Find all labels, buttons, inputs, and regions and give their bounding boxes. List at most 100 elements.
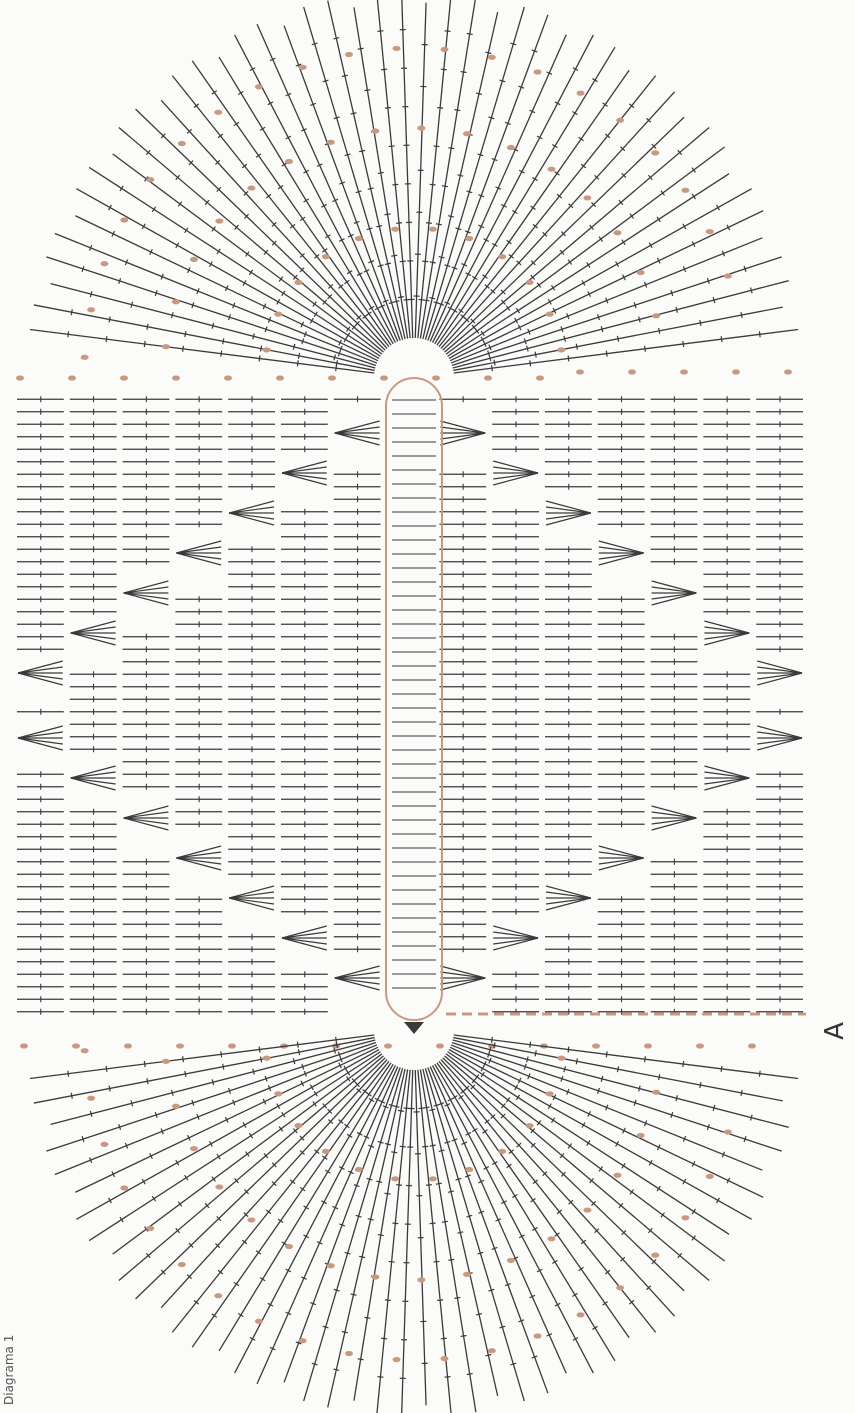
stitch-bar (90, 1111, 92, 1117)
stitch-bar (579, 137, 584, 140)
stitch-bar (476, 93, 482, 94)
v-stitch-cluster (493, 938, 538, 944)
v-stitch-cluster (71, 778, 116, 790)
v-stitch-cluster (440, 433, 485, 439)
stitch-bar (713, 1105, 715, 1111)
stitch (454, 1035, 798, 1079)
chain-stitch (429, 1176, 437, 1181)
stitch-bar (457, 1232, 463, 1233)
chain-stitch (294, 1123, 302, 1128)
stitch-bar (223, 1064, 224, 1070)
chain-stitch (255, 1319, 263, 1324)
foundation-chain (386, 378, 442, 1020)
stitch-bar (351, 1294, 357, 1295)
stitch-bar (741, 1090, 742, 1096)
chain-stitch (299, 1338, 307, 1343)
stitch-bar (345, 1252, 351, 1254)
stitch-bar (579, 1267, 584, 1270)
stitch-bar (106, 1066, 107, 1072)
v-stitch-cluster (71, 766, 116, 778)
v-stitch-cluster (282, 473, 327, 479)
v-stitch-cluster (546, 898, 591, 910)
stitch (76, 1050, 379, 1220)
v-stitch-cluster (704, 621, 749, 633)
stitch-bar (659, 328, 660, 334)
stitch-bar (392, 184, 398, 185)
chain-stitch (371, 1274, 379, 1279)
stitch-bar (476, 1314, 482, 1315)
chain-stitch (507, 1258, 515, 1263)
chain-stitch (557, 1056, 565, 1061)
stitch-bar (68, 331, 69, 337)
stitch-bar (458, 1095, 463, 1098)
v-stitch-cluster (335, 978, 380, 984)
v-stitch-cluster (546, 507, 591, 513)
v-stitch-cluster (546, 898, 591, 904)
v-stitch-cluster (124, 587, 169, 593)
stitch (76, 189, 379, 359)
stitch-bar (377, 31, 383, 32)
chain-stitch (637, 270, 645, 275)
stitch-bar (683, 1061, 684, 1067)
stitch (304, 7, 403, 340)
stitch-bar (454, 110, 460, 111)
stitch-bar (507, 240, 512, 243)
stitch-bar (333, 38, 339, 39)
stitch-bar (385, 263, 391, 264)
chain-stitch (724, 273, 732, 278)
stitch-bar (683, 341, 684, 347)
stitch-bar (659, 1074, 660, 1080)
stitch (441, 92, 675, 349)
chain-stitch (616, 1285, 624, 1290)
stitch-bar (531, 1199, 536, 1202)
stitch-bar (131, 302, 133, 308)
v-stitch-cluster (124, 812, 169, 818)
chain-stitch (322, 1149, 330, 1154)
stitch-bar (344, 1124, 349, 1127)
stitch-bar (297, 360, 298, 366)
stitch-bar (389, 146, 395, 147)
chain-stitch (190, 1146, 198, 1151)
stitch-bar (601, 326, 603, 332)
stitch (449, 1050, 752, 1220)
stitch (425, 7, 524, 340)
chain-stitch (557, 347, 565, 352)
start-marker: A (822, 1022, 848, 1040)
chain-stitch (355, 236, 363, 241)
chain-stitch (546, 1091, 554, 1096)
chain-stitch (651, 1253, 659, 1258)
stitch (34, 1038, 375, 1104)
stitch-bar (322, 249, 327, 252)
stitch-bar (441, 1338, 447, 1339)
stitch-bar (751, 287, 753, 293)
stitch-bar (530, 360, 531, 366)
stitch-bar (185, 1071, 186, 1077)
v-stitch-cluster (18, 673, 63, 679)
chain-stitch (124, 1043, 132, 1048)
stitch-bar (400, 1146, 406, 1147)
v-stitch-cluster (440, 978, 485, 990)
stitch-bar (359, 1256, 365, 1257)
v-stitch-cluster (71, 621, 116, 633)
v-stitch-cluster (493, 473, 538, 485)
stitch (89, 1052, 380, 1241)
chain-stitch (120, 217, 128, 222)
stitch-bar (221, 351, 222, 357)
v-stitch-cluster (229, 898, 274, 910)
stitch-bar (256, 154, 261, 157)
chain-stitch (274, 1091, 282, 1096)
stitch-bar (639, 317, 641, 323)
chain-stitch (345, 52, 353, 57)
v-stitch-cluster (124, 593, 169, 605)
chain-stitch (214, 1293, 222, 1298)
chain-stitch (534, 69, 542, 74)
stitch-bar (183, 1056, 184, 1062)
stitch-bar (617, 336, 618, 342)
stitch-bar (378, 1235, 384, 1236)
chain-stitch (628, 369, 636, 374)
v-stitch-cluster (704, 778, 749, 790)
chain-stitch (81, 1048, 89, 1053)
chain-stitch (680, 369, 688, 374)
stitch-bar (483, 1130, 488, 1133)
stitch-bar (461, 1335, 467, 1336)
